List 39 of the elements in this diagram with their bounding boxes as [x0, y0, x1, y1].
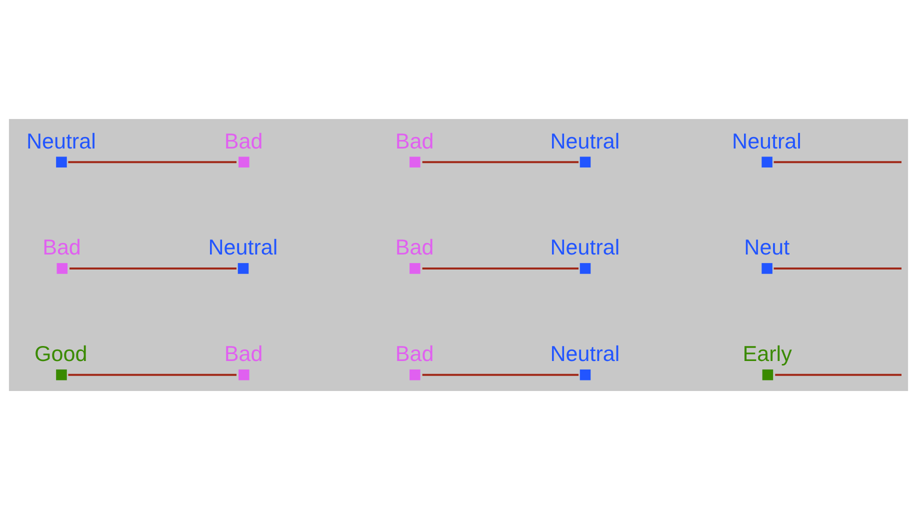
connector: [422, 266, 579, 269]
node-box: [56, 262, 68, 274]
node-label: Neutral: [550, 342, 620, 366]
node-label: Bad: [395, 128, 434, 153]
node-label: Good: [34, 342, 88, 366]
node-box: [56, 368, 67, 380]
node-box: [410, 156, 420, 167]
node-label: Bad: [224, 342, 263, 366]
node-box: [762, 156, 772, 167]
node-label: Bad: [224, 128, 263, 153]
connector: [774, 266, 902, 269]
node-box: [238, 262, 249, 274]
node-box: [56, 156, 67, 167]
node-label: Neut: [744, 235, 790, 260]
node-label: Early: [742, 342, 792, 366]
node-label: Neutral: [550, 235, 620, 260]
node-label: Bad: [42, 235, 81, 260]
connector: [774, 160, 902, 163]
connector: [775, 373, 902, 376]
connector: [422, 160, 579, 163]
node-label: Neutral: [550, 128, 620, 153]
connector: [70, 266, 236, 269]
node-box: [410, 262, 420, 274]
node-box: [238, 156, 250, 167]
node-box: [410, 368, 420, 380]
node-box: [580, 368, 591, 380]
node-label: Neutral: [26, 128, 96, 153]
node-label: Bad: [395, 342, 434, 366]
node-box: [580, 262, 591, 274]
node-box: [238, 368, 250, 380]
connector: [68, 373, 236, 376]
node-label: Neutral: [732, 128, 802, 153]
node-label: Bad: [395, 235, 434, 260]
connector: [422, 373, 579, 376]
connector: [68, 160, 236, 163]
node-box: [580, 156, 591, 167]
node-box: [762, 368, 774, 380]
node-box: [762, 262, 772, 274]
node-label: Neutral: [208, 235, 278, 260]
